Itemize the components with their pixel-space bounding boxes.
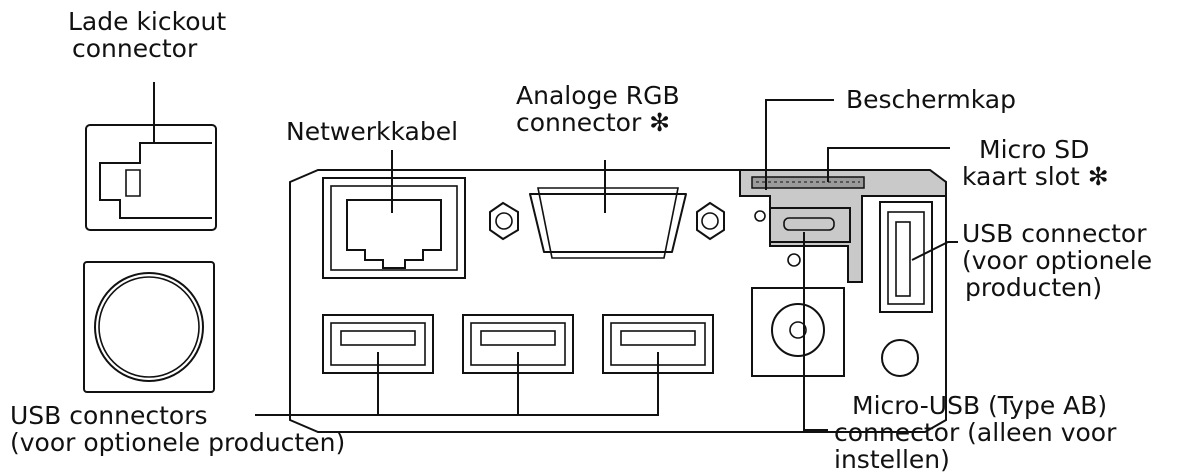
label-drawer-kickout: Lade kickout connector [68, 7, 227, 63]
power-button [83, 261, 215, 393]
micro-usb-port [754, 207, 851, 267]
label-usb-connectors: USB connectors (voor optionele producten… [10, 401, 346, 457]
label-micro-usb: Micro-USB (Type AB) connector (alleen vo… [834, 391, 1117, 474]
label-network-cable: Netwerkkabel [286, 117, 459, 146]
usb-port-vertical [879, 201, 933, 377]
dc-jack [751, 287, 845, 377]
protective-cap [739, 169, 947, 283]
label-micro-sd: Micro SD kaart slot ✻ [962, 135, 1109, 191]
rgb-connector [489, 187, 725, 259]
network-port [322, 177, 466, 279]
label-protective-cap: Beschermkap [846, 85, 1016, 114]
label-analog-rgb: Analoge RGB connector ✻ [516, 81, 680, 137]
leader-lines [153, 82, 958, 431]
label-usb-connector: USB connector (voor optionele producten) [962, 219, 1153, 302]
micro-sd-slot [751, 176, 865, 189]
drawer-kickout-connector [85, 124, 217, 231]
